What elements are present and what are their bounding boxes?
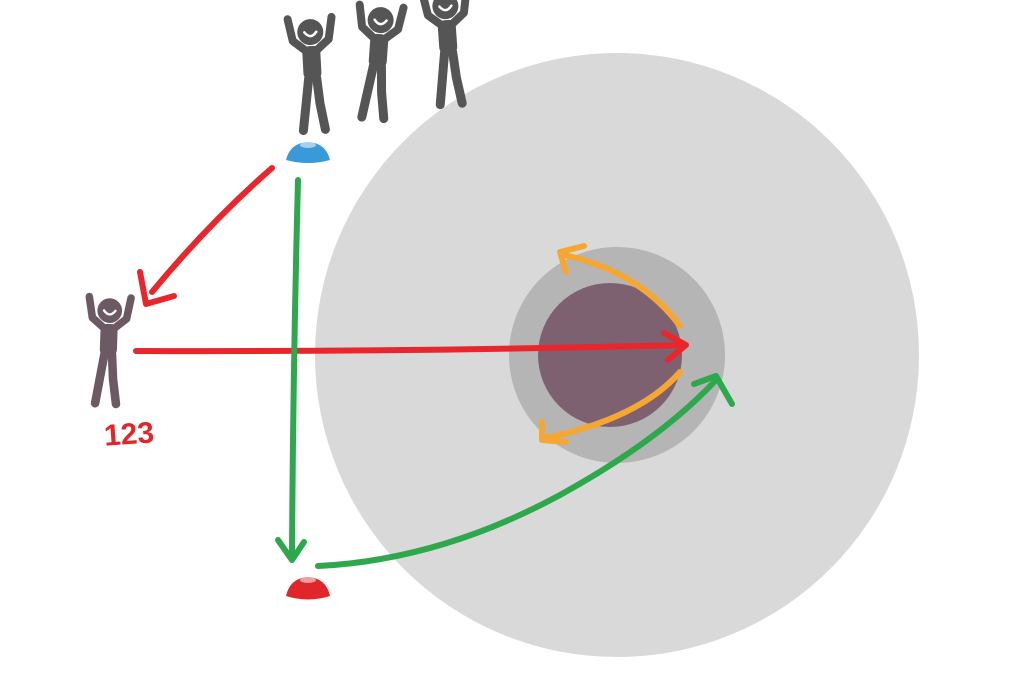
waiting-players bbox=[283, 0, 471, 136]
run-arrow-to-target bbox=[315, 373, 735, 569]
start-cone bbox=[286, 142, 330, 163]
person-arms-raised-icon bbox=[283, 12, 336, 136]
player-number-label: 123 bbox=[103, 416, 155, 452]
target-zone bbox=[538, 283, 682, 427]
person-arms-raised-icon bbox=[418, 0, 471, 110]
person-arms-raised-icon bbox=[85, 292, 135, 409]
end-cone bbox=[286, 577, 330, 600]
person-arms-raised-icon bbox=[355, 0, 408, 124]
pass-arrow-to-target bbox=[133, 330, 689, 363]
rotation-arrow-upper bbox=[557, 243, 683, 329]
pass-arrow-to-player bbox=[137, 165, 275, 307]
run-arrow-down bbox=[275, 177, 307, 563]
rotation-arrow-lower bbox=[539, 369, 683, 445]
